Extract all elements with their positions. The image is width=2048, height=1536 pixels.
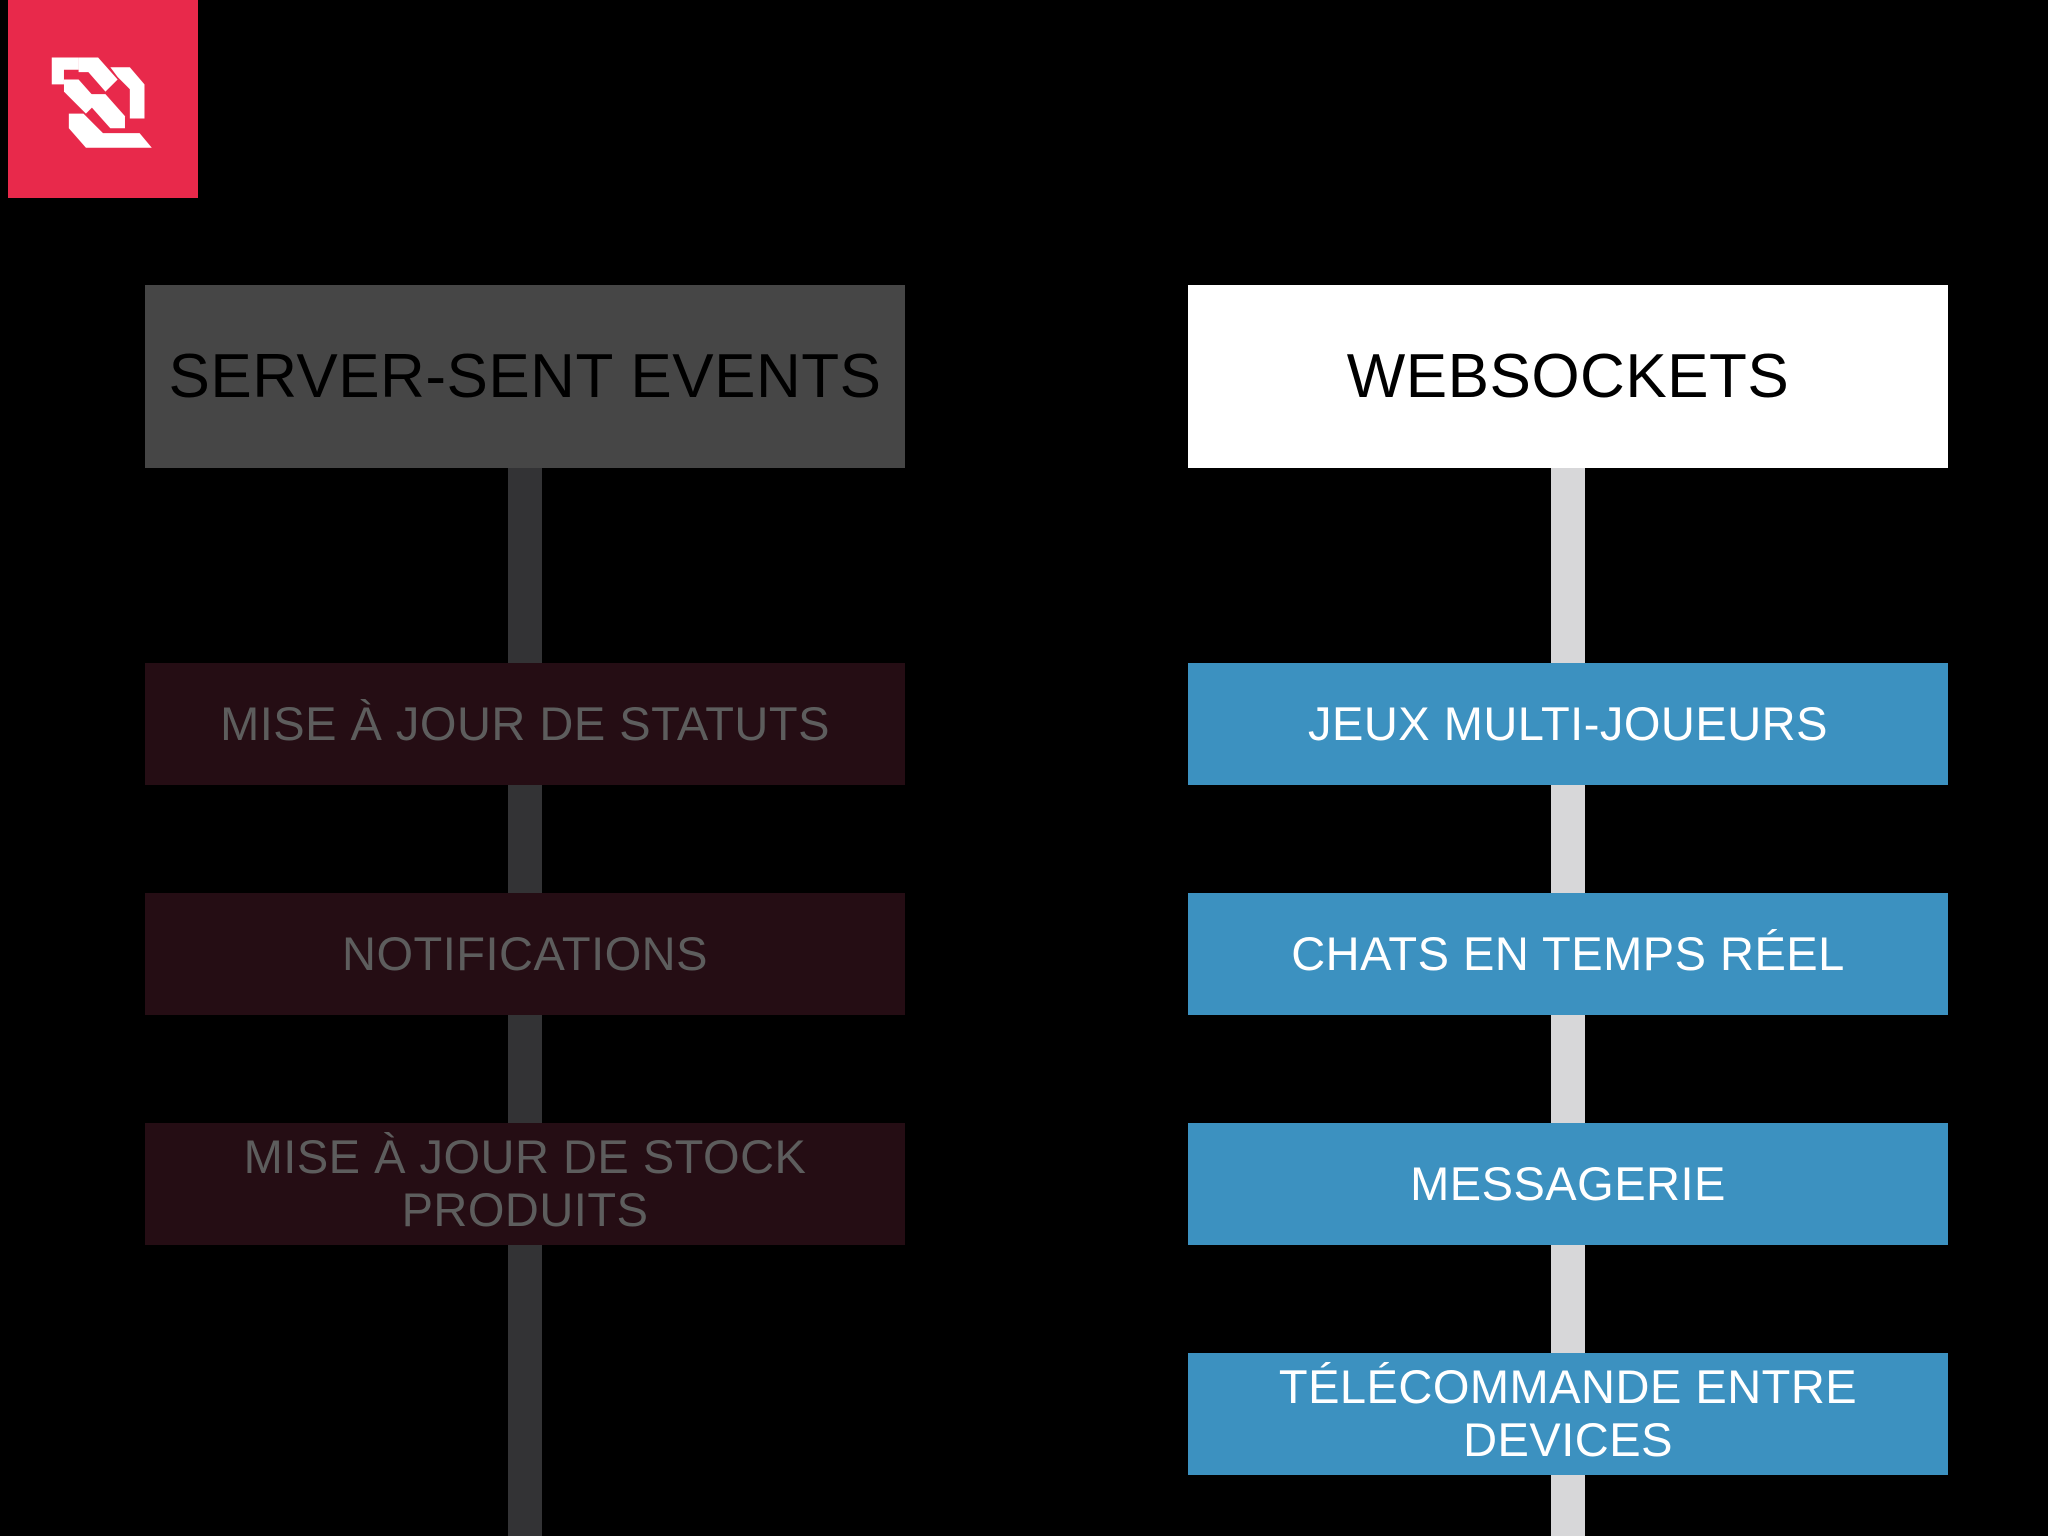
node-ws-item-4[interactable]: TÉLÉCOMMANDE ENTRE DEVICES <box>1188 1353 1948 1475</box>
column-header-websockets[interactable]: WEBSOCKETS <box>1188 285 1948 468</box>
node-sse-item-3[interactable]: MISE À JOUR DE STOCK PRODUITS <box>145 1123 905 1245</box>
node-label: NOTIFICATIONS <box>342 926 708 980</box>
node-label: MISE À JOUR DE STATUTS <box>220 696 830 750</box>
node-ws-item-1[interactable]: JEUX MULTI-JOUEURS <box>1188 663 1948 785</box>
node-sse-item-2[interactable]: NOTIFICATIONS <box>145 893 905 1015</box>
column-header-label: WEBSOCKETS <box>1346 341 1790 411</box>
brand-logo-badge[interactable] <box>8 0 198 198</box>
node-ws-item-2[interactable]: CHATS EN TEMPS RÉEL <box>1188 893 1948 1015</box>
node-label: CHATS EN TEMPS RÉEL <box>1291 926 1845 980</box>
column-websockets: WEBSOCKETS JEUX MULTI-JOUEURS CHATS EN T… <box>1188 0 1948 1536</box>
node-label: JEUX MULTI-JOUEURS <box>1308 696 1828 750</box>
node-label: MISE À JOUR DE STOCK PRODUITS <box>243 1130 807 1236</box>
column-server-sent-events: SERVER-SENT EVENTS MISE À JOUR DE STATUT… <box>145 0 905 1536</box>
node-label: TÉLÉCOMMANDE ENTRE DEVICES <box>1278 1360 1858 1466</box>
node-label: MESSAGERIE <box>1410 1156 1726 1210</box>
brand-logo-icon <box>51 57 152 148</box>
column-header-label: SERVER-SENT EVENTS <box>168 341 882 411</box>
node-sse-item-1[interactable]: MISE À JOUR DE STATUTS <box>145 663 905 785</box>
node-ws-item-3[interactable]: MESSAGERIE <box>1188 1123 1948 1245</box>
column-header-server-sent-events[interactable]: SERVER-SENT EVENTS <box>145 285 905 468</box>
